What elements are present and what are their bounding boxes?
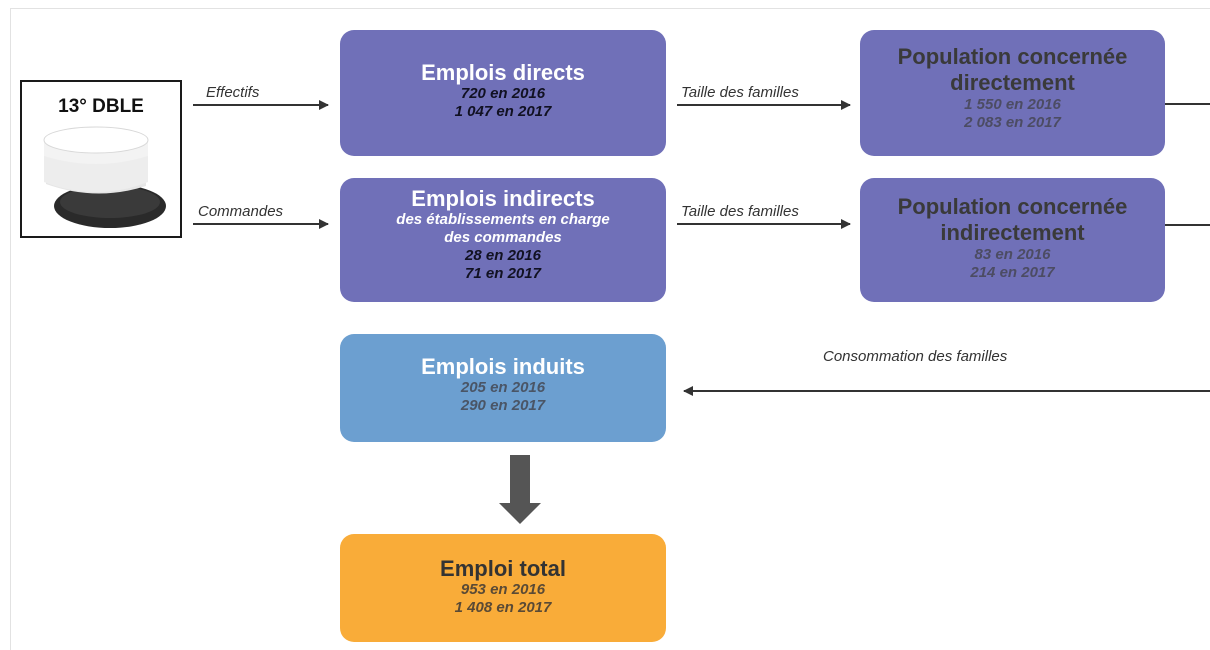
box-emplois-directs: Emplois directs 720 en 2016 1 047 en 201… (340, 30, 666, 156)
emplois-induits-2016: 205 en 2016 (460, 379, 546, 396)
population-directe-2017: 2 083 en 2017 (964, 114, 1061, 131)
label-taille-familles-2: Taille des familles (681, 203, 799, 220)
kepi-icon (43, 126, 166, 228)
emplois-indirects-title: Emplois indirects (411, 186, 595, 211)
box-emplois-indirects: Emplois indirects des établissements en … (340, 178, 666, 302)
emploi-total-2016: 953 en 2016 (460, 581, 546, 598)
box-emplois-induits: Emplois induits 205 en 2016 290 en 2017 (340, 334, 666, 442)
emplois-induits-title: Emplois induits (421, 354, 585, 379)
emplois-indirects-2016: 28 en 2016 (465, 247, 541, 264)
population-indirecte-title-2: indirectement (940, 220, 1085, 245)
big-down-arrow (499, 455, 541, 524)
emploi-total-2017: 1 408 en 2017 (454, 599, 552, 616)
population-indirecte-2016: 83 en 2016 (974, 246, 1051, 263)
frame-top-border (10, 8, 1210, 9)
emplois-indirects-2017: 71 en 2017 (465, 265, 541, 282)
emploi-total-title: Emploi total (440, 556, 566, 581)
label-commandes: Commandes (198, 203, 284, 220)
emplois-directs-title: Emplois directs (421, 60, 585, 85)
source-title: 13° DBLE (58, 96, 144, 117)
emplois-directs-2017: 1 047 en 2017 (454, 103, 552, 120)
population-indirecte-2017: 214 en 2017 (970, 264, 1055, 281)
population-indirecte-title-1: Population concernée (897, 194, 1128, 219)
frame-left-border (10, 8, 11, 650)
emplois-induits-2017: 290 en 2017 (460, 397, 546, 414)
box-population-directe: Population concernée directement 1 550 e… (860, 30, 1165, 156)
emplois-indirects-subtitle-1: des établissements en charge (396, 211, 610, 228)
label-effectifs: Effectifs (206, 84, 260, 101)
emplois-directs-2016: 720 en 2016 (460, 85, 546, 102)
label-taille-familles-1: Taille des familles (681, 84, 799, 101)
population-directe-title-1: Population concernée (897, 44, 1128, 69)
source-box-13-dble: 13° DBLE (20, 80, 182, 238)
label-consommation: Consommation des familles (823, 348, 1008, 365)
box-emploi-total: Emploi total 953 en 2016 1 408 en 2017 (340, 534, 666, 642)
box-population-indirecte: Population concernée indirectement 83 en… (860, 178, 1165, 302)
population-directe-title-2: directement (950, 70, 1075, 95)
emplois-indirects-subtitle-2: des commandes (444, 229, 562, 246)
population-directe-2016: 1 550 en 2016 (964, 96, 1061, 113)
